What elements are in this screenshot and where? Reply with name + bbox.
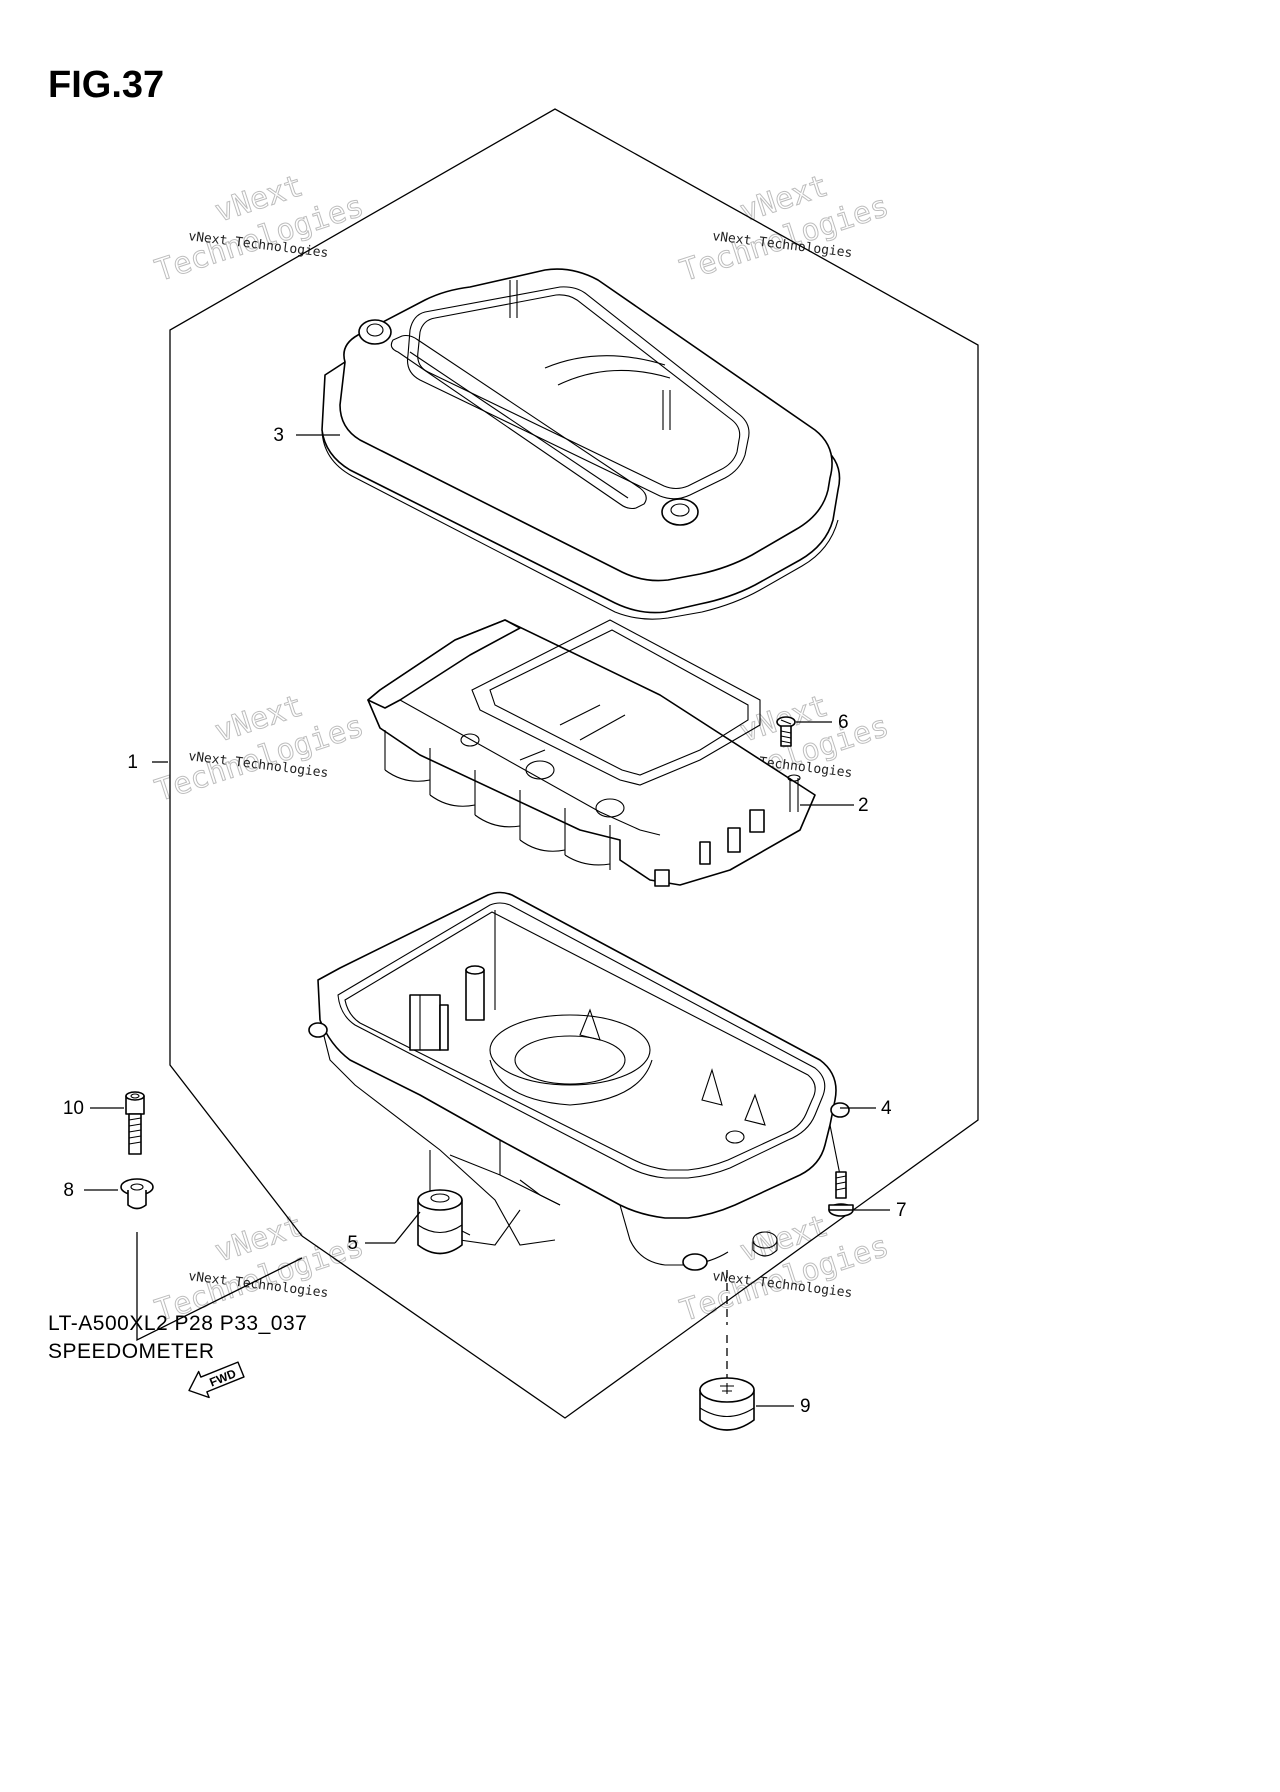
watermark-mid-left: vNext Technologies <box>151 688 369 810</box>
cushion-5 <box>417 1189 463 1255</box>
assembly-outline <box>169 108 979 1419</box>
callout-8: 8 <box>63 1180 74 1201</box>
figure-title: FIG.37 <box>48 64 165 106</box>
figure-model-code: LT-A500XL2 P28 P33_037 <box>48 1312 308 1335</box>
circuit-board <box>367 619 816 887</box>
callout-4: 4 <box>881 1098 892 1119</box>
bolt-10 <box>125 1091 145 1155</box>
callout-9: 9 <box>800 1396 811 1417</box>
callouts: 1 2 3 4 5 6 7 8 9 10 <box>63 425 907 1417</box>
figure-name: SPEEDOMETER <box>48 1340 215 1363</box>
callout-7: 7 <box>896 1200 907 1221</box>
screw-7 <box>828 1171 854 1217</box>
callout-2: 2 <box>858 795 869 816</box>
callout-5: 5 <box>347 1233 358 1254</box>
cushion-9 <box>699 1270 755 1431</box>
screw-6 <box>776 716 796 747</box>
watermark-bottom-left: vNext Technologies <box>151 1208 369 1330</box>
meter-cover <box>321 268 841 620</box>
collar-8 <box>120 1178 154 1210</box>
callout-3: 3 <box>273 425 284 446</box>
meter-case <box>308 891 850 1271</box>
callout-10: 10 <box>63 1098 84 1119</box>
watermark-top-left: vNext Technologies <box>151 168 369 290</box>
callout-6: 6 <box>838 712 849 733</box>
watermark-top-right: vNext Technologies <box>676 168 894 290</box>
callout-1: 1 <box>127 752 138 773</box>
